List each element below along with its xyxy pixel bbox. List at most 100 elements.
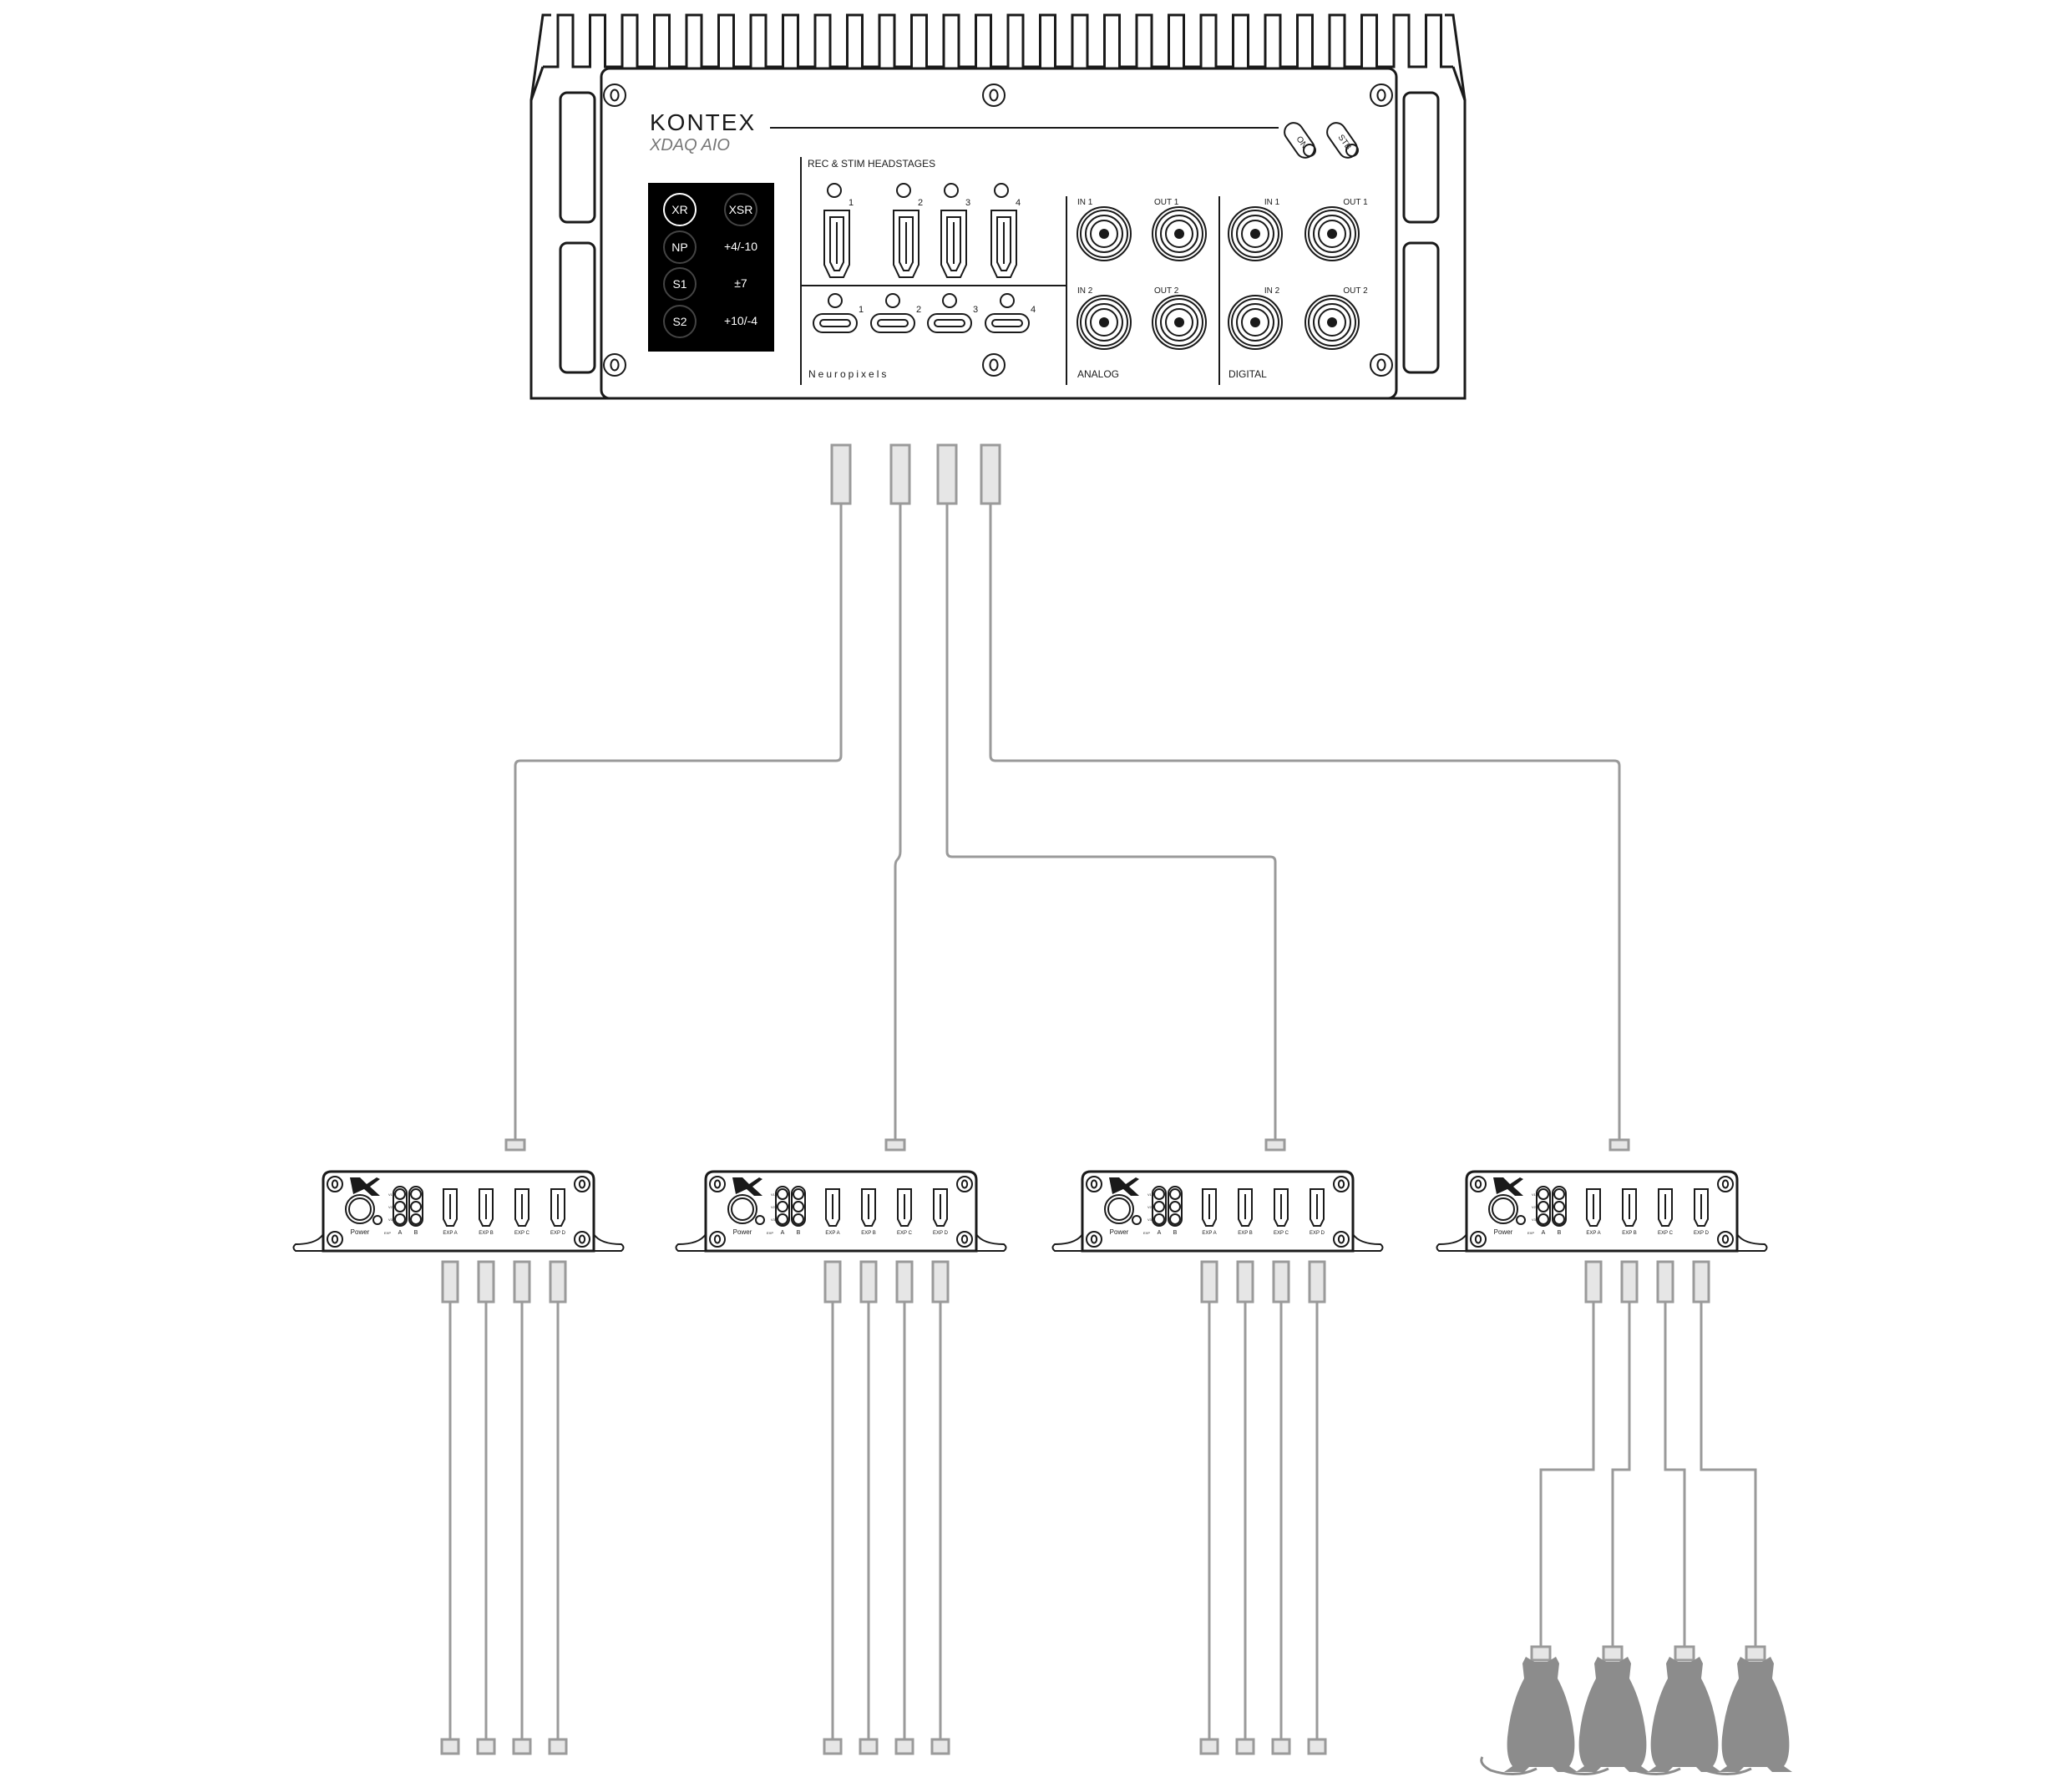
hdmi-port-icon (861, 1188, 876, 1227)
status-led (394, 1201, 406, 1213)
mouse-icon (1624, 1657, 1721, 1775)
bnc-connector-icon (1304, 206, 1360, 261)
port-label: EXP B (861, 1231, 876, 1236)
mode-xsr[interactable]: XSR (724, 193, 757, 226)
expander-body (704, 1170, 978, 1253)
cable (894, 504, 902, 1140)
led-col-label: EXP (767, 1231, 773, 1235)
expander-body (1465, 1170, 1739, 1253)
screw-icon (1370, 84, 1393, 107)
digital-label: OUT 1 (1343, 198, 1368, 207)
chassis-edge (529, 13, 551, 101)
expander-body (322, 1170, 595, 1253)
led-row-label: V3 (1532, 1218, 1537, 1222)
cable (1539, 1302, 1595, 1647)
status-led (793, 1213, 804, 1225)
chassis-edge (1445, 13, 1467, 101)
expander-input-plug (1264, 1138, 1286, 1152)
mounting-flange (593, 1233, 625, 1252)
status-led (777, 1201, 788, 1213)
output-cable-plug (1692, 1260, 1710, 1304)
output-cable-plug (1272, 1260, 1290, 1304)
hdmi-port-icon (1586, 1188, 1601, 1227)
mode-s2[interactable]: S2 (663, 305, 697, 338)
screw-icon (327, 1176, 343, 1192)
hdmi-port-icon (825, 1188, 840, 1227)
headstage-plug (930, 1738, 950, 1755)
power-button[interactable] (1104, 1194, 1134, 1224)
led-row-label: V2 (388, 1205, 393, 1209)
led-column (1152, 1186, 1167, 1227)
led-row-label: V1 (1532, 1192, 1537, 1197)
bnc-connector-icon (1077, 295, 1132, 350)
output-cable-plug (1236, 1260, 1254, 1304)
digital-label: OUT 2 (1343, 286, 1368, 296)
hdmi-cable-plug (830, 443, 852, 505)
output-cable-plug (549, 1260, 567, 1304)
port-number: 3 (973, 305, 978, 315)
digital-section-title: DIGITAL (1229, 368, 1267, 380)
svg-text:S2: S2 (672, 315, 686, 328)
handle-slot (1402, 241, 1440, 374)
neuropixels-led (1000, 293, 1015, 308)
screw-icon (1717, 1176, 1734, 1192)
output-cable-plug (1620, 1260, 1639, 1304)
status-led (1553, 1188, 1565, 1200)
power-led (372, 1215, 382, 1225)
model-name: XDAQ AIO (649, 136, 730, 154)
status-led (410, 1213, 422, 1225)
hdmi-port-icon (897, 1188, 912, 1227)
power-button[interactable] (1488, 1194, 1518, 1224)
digital-label: IN 1 (1264, 198, 1280, 207)
mode-xr[interactable]: XR (663, 193, 697, 226)
led-row-label: V3 (771, 1218, 776, 1222)
neuropixels-led (885, 293, 900, 308)
headstage-plug (1745, 1645, 1766, 1662)
headstage-plug (1271, 1738, 1291, 1755)
screw-icon (1470, 1176, 1487, 1192)
handle-slot (1402, 91, 1440, 224)
headstage-plug (1235, 1738, 1255, 1755)
mouse-icon (1695, 1657, 1792, 1775)
headstage-plug (1530, 1645, 1552, 1662)
hdmi-port-icon (514, 1188, 529, 1227)
neuropixels-led (942, 293, 957, 308)
port-label: EXP A (1202, 1231, 1216, 1236)
on-button[interactable]: ON (1281, 119, 1318, 161)
headstage-led (827, 183, 842, 198)
headstage-plug (1674, 1645, 1695, 1662)
svg-text:XR: XR (671, 203, 687, 216)
screw-icon (956, 1176, 973, 1192)
range-value: ±7 (734, 276, 747, 290)
bnc-connector-icon (1228, 295, 1283, 350)
output-cable-plug (931, 1260, 950, 1304)
status-led (1169, 1188, 1181, 1200)
headstage-plug (476, 1738, 496, 1755)
screw-icon (603, 353, 626, 377)
port-label: EXP D (1310, 1231, 1325, 1236)
hdmi-port-icon (823, 210, 850, 278)
mounting-flange (675, 1233, 707, 1252)
analog-label: IN 1 (1077, 198, 1093, 207)
digital-label: IN 2 (1264, 286, 1280, 296)
hdmi-port-icon (1238, 1188, 1253, 1227)
power-button[interactable] (345, 1194, 375, 1224)
headstage-plug (1307, 1738, 1327, 1755)
kontex-x-logo-icon (350, 1177, 380, 1196)
mode-np[interactable]: NP (663, 230, 697, 264)
standby-button[interactable]: STB (1324, 119, 1360, 161)
expander-input-plug (1608, 1138, 1630, 1152)
led-col-label: A (1158, 1230, 1162, 1236)
headstage-plug (859, 1738, 879, 1755)
mounting-flange (975, 1233, 1007, 1252)
mode-s1[interactable]: S1 (663, 267, 697, 301)
led-col-label: A (781, 1230, 785, 1236)
output-cable-plug (477, 1260, 495, 1304)
screw-icon (1333, 1231, 1350, 1248)
headstage-plug (512, 1738, 532, 1755)
power-button[interactable] (727, 1194, 757, 1224)
bnc-connector-icon (1228, 206, 1283, 261)
mounting-flange (1051, 1233, 1083, 1252)
